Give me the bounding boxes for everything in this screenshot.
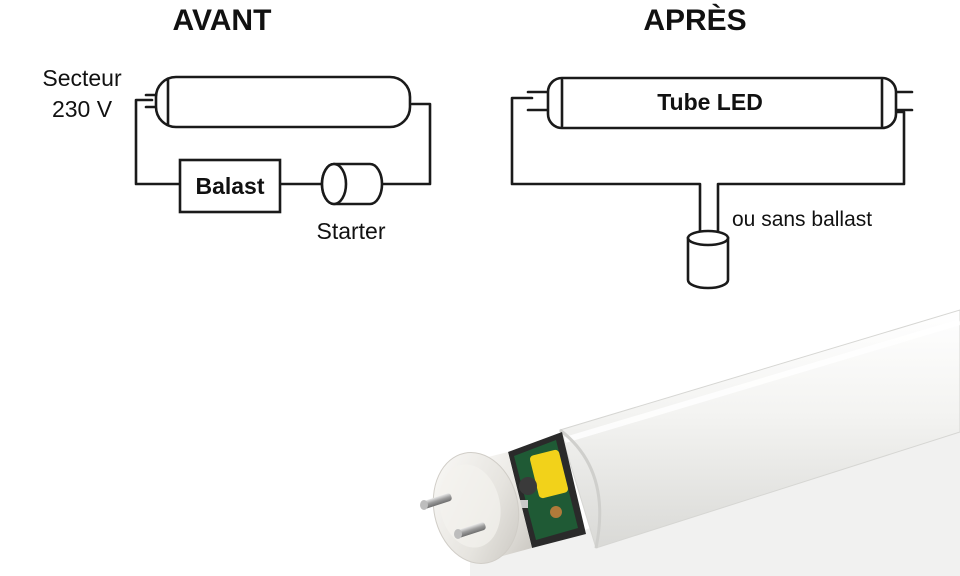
- bi-pin-bottom: [454, 522, 486, 539]
- before-heading: AVANT: [173, 4, 272, 37]
- bi-pin-top: [420, 493, 452, 510]
- tube-joint-ring: [559, 428, 602, 549]
- driver-cylinder: [686, 229, 730, 290]
- led-tube-illustration: [420, 309, 960, 576]
- no-ballast-note: ou sans ballast: [732, 208, 872, 231]
- fluorescent-tube: [154, 75, 412, 129]
- exposed-driver-board: [508, 432, 586, 548]
- led-tube-label: Tube LED: [657, 89, 763, 115]
- after-heading: APRÈS: [643, 3, 746, 37]
- before-section: AVANT Secteur 230 V Balast Starter: [42, 4, 432, 244]
- after-circuit-wire: [510, 96, 906, 238]
- mains-label-line2: 230 V: [52, 96, 113, 122]
- starter-label: Starter: [316, 218, 385, 244]
- mains-label-line1: Secteur: [42, 65, 122, 91]
- starter-cylinder: [320, 162, 384, 206]
- ballast-box: Balast: [178, 158, 282, 214]
- after-section: APRÈS Tube LED ou sans ballast: [510, 3, 914, 290]
- before-circuit-wire: [134, 98, 432, 186]
- yellow-component: [529, 449, 569, 499]
- led-tube-schematic: Tube LED: [546, 76, 898, 130]
- tube-body: [559, 309, 960, 549]
- ballast-label: Balast: [195, 173, 264, 199]
